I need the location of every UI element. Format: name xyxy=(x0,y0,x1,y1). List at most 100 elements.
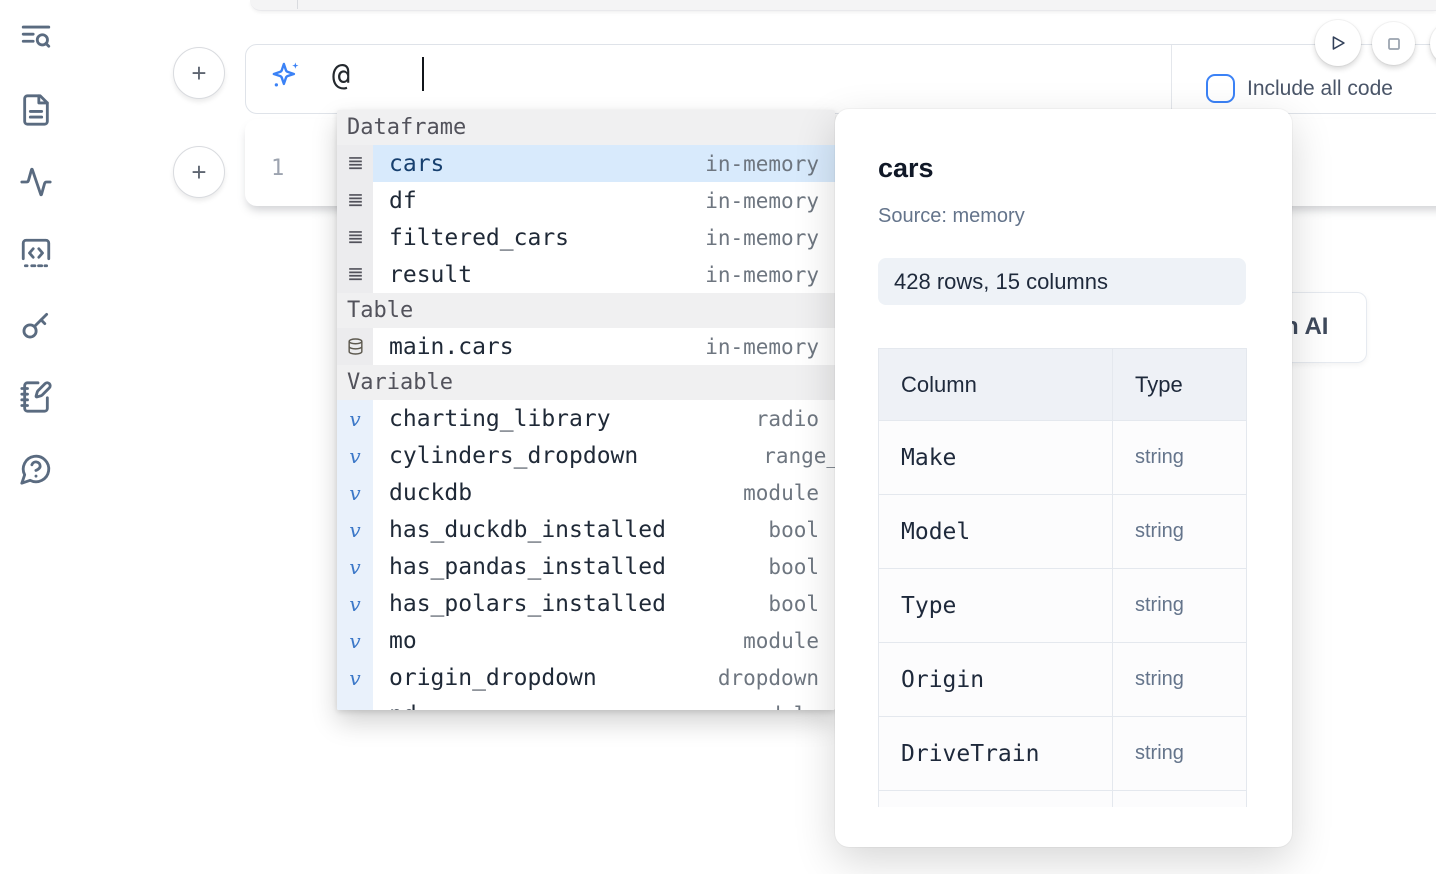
autocomplete-item-origin-dropdown[interactable]: v origin_dropdown dropdown xyxy=(337,659,835,696)
notebook-pen-icon[interactable] xyxy=(19,380,53,414)
item-name: df xyxy=(389,187,417,214)
stop-icon xyxy=(1387,37,1400,50)
file-text-icon[interactable] xyxy=(19,93,53,127)
autocomplete-item-pd[interactable]: vpdmodule xyxy=(337,696,835,710)
rows-icon xyxy=(337,219,373,256)
item-type: in-memory xyxy=(705,188,819,213)
line-number: 1 xyxy=(271,156,285,181)
include-all-code-checkbox[interactable] xyxy=(1206,74,1235,103)
item-type: bool xyxy=(768,554,819,579)
schema-column-type: string xyxy=(1112,568,1247,643)
schema-column-type: string xyxy=(1112,420,1247,495)
activity-icon[interactable] xyxy=(19,165,53,199)
item-name: result xyxy=(389,261,473,288)
item-name: filtered_cars xyxy=(389,224,570,251)
item-type: module xyxy=(743,480,819,505)
run-cell-button[interactable] xyxy=(1315,20,1361,66)
schema-column-name: Origin xyxy=(878,642,1113,717)
stop-cell-button[interactable] xyxy=(1372,22,1415,65)
preview-summary-text: 428 rows, 15 columns xyxy=(894,269,1108,294)
v-icon: v xyxy=(337,585,373,622)
sidebar xyxy=(0,0,72,874)
autocomplete-section-header: Dataframe xyxy=(337,110,835,145)
schema-row-partial xyxy=(878,790,1247,807)
item-type: range_sli xyxy=(763,443,835,468)
item-name: cylinders_dropdown xyxy=(389,442,639,469)
autocomplete-item-has-duckdb-installed[interactable]: v has_duckdb_installed bool xyxy=(337,511,835,548)
add-cell-below-button[interactable]: + xyxy=(173,146,225,198)
prompt-value: @ xyxy=(332,58,351,93)
item-name: pd xyxy=(389,702,417,711)
schema-column-type: string xyxy=(1112,642,1247,717)
help-chat-icon[interactable] xyxy=(19,452,53,486)
rows-icon xyxy=(337,145,373,182)
autocomplete-item-df[interactable]: df in-memory xyxy=(337,182,835,219)
ai-prompt-input[interactable]: @ xyxy=(316,45,1166,113)
item-name: origin_dropdown xyxy=(389,664,597,691)
item-name: has_duckdb_installed xyxy=(389,516,666,543)
v-icon: v xyxy=(337,437,373,474)
item-name: main.cars xyxy=(389,333,514,360)
autocomplete-item-result[interactable]: result in-memory xyxy=(337,256,835,293)
item-type: bool xyxy=(768,591,819,616)
add-cell-above-button[interactable]: + xyxy=(173,47,225,99)
v-icon: v xyxy=(337,548,373,585)
schema-column-type: string xyxy=(1112,494,1247,569)
autocomplete-section-header: Variable xyxy=(337,365,835,400)
v-icon: v xyxy=(337,659,373,696)
schema-header-type: Type xyxy=(1112,348,1247,421)
item-type: radio xyxy=(755,406,819,431)
prompt-divider xyxy=(1171,45,1172,113)
rows-icon xyxy=(337,182,373,219)
item-name: mo xyxy=(389,627,417,654)
key-icon[interactable] xyxy=(19,308,53,342)
item-name: duckdb xyxy=(389,479,473,506)
sparkles-icon xyxy=(269,58,303,92)
more-actions-button[interactable] xyxy=(1430,22,1436,65)
preview-source: Source: memory xyxy=(878,205,1025,227)
code-cell-icon[interactable] xyxy=(19,236,53,270)
autocomplete-item-filtered-cars[interactable]: filtered_cars in-memory xyxy=(337,219,835,256)
v-icon: v xyxy=(337,696,373,710)
schema-column-name: Make xyxy=(878,420,1113,495)
item-type: in-memory xyxy=(705,262,819,287)
schema-column-name: Model xyxy=(878,494,1113,569)
item-type: in-memory xyxy=(705,225,819,250)
v-icon: v xyxy=(337,622,373,659)
autocomplete-item-has-polars-installed[interactable]: v has_polars_installed bool xyxy=(337,585,835,622)
preview-summary-badge: 428 rows, 15 columns xyxy=(878,258,1246,305)
item-type: bool xyxy=(768,517,819,542)
previous-cell-edge xyxy=(250,0,1436,11)
schema-column-name: Type xyxy=(878,568,1113,643)
item-name: has_polars_installed xyxy=(389,590,666,617)
autocomplete-section-header: Table xyxy=(337,293,835,328)
autocomplete-item-cylinders-dropdown[interactable]: v cylinders_dropdown range_sli xyxy=(337,437,835,474)
item-name: has_pandas_installed xyxy=(389,553,666,580)
ai-prompt-container: @ Include all code xyxy=(245,44,1436,114)
item-name: cars xyxy=(389,150,445,177)
preview-title: cars xyxy=(878,153,934,183)
rows-icon xyxy=(337,256,373,293)
schema-column-name: DriveTrain xyxy=(878,716,1113,791)
item-name: charting_library xyxy=(389,405,611,432)
autocomplete-item-has-pandas-installed[interactable]: v has_pandas_installed bool xyxy=(337,548,835,585)
play-icon xyxy=(1332,36,1345,50)
v-icon: v xyxy=(337,511,373,548)
text-search-icon[interactable] xyxy=(19,20,53,54)
v-icon: v xyxy=(337,474,373,511)
item-type: dropdown xyxy=(717,665,819,690)
dataframe-preview-popup: cars Source: memory 428 rows, 15 columns… xyxy=(835,109,1292,847)
